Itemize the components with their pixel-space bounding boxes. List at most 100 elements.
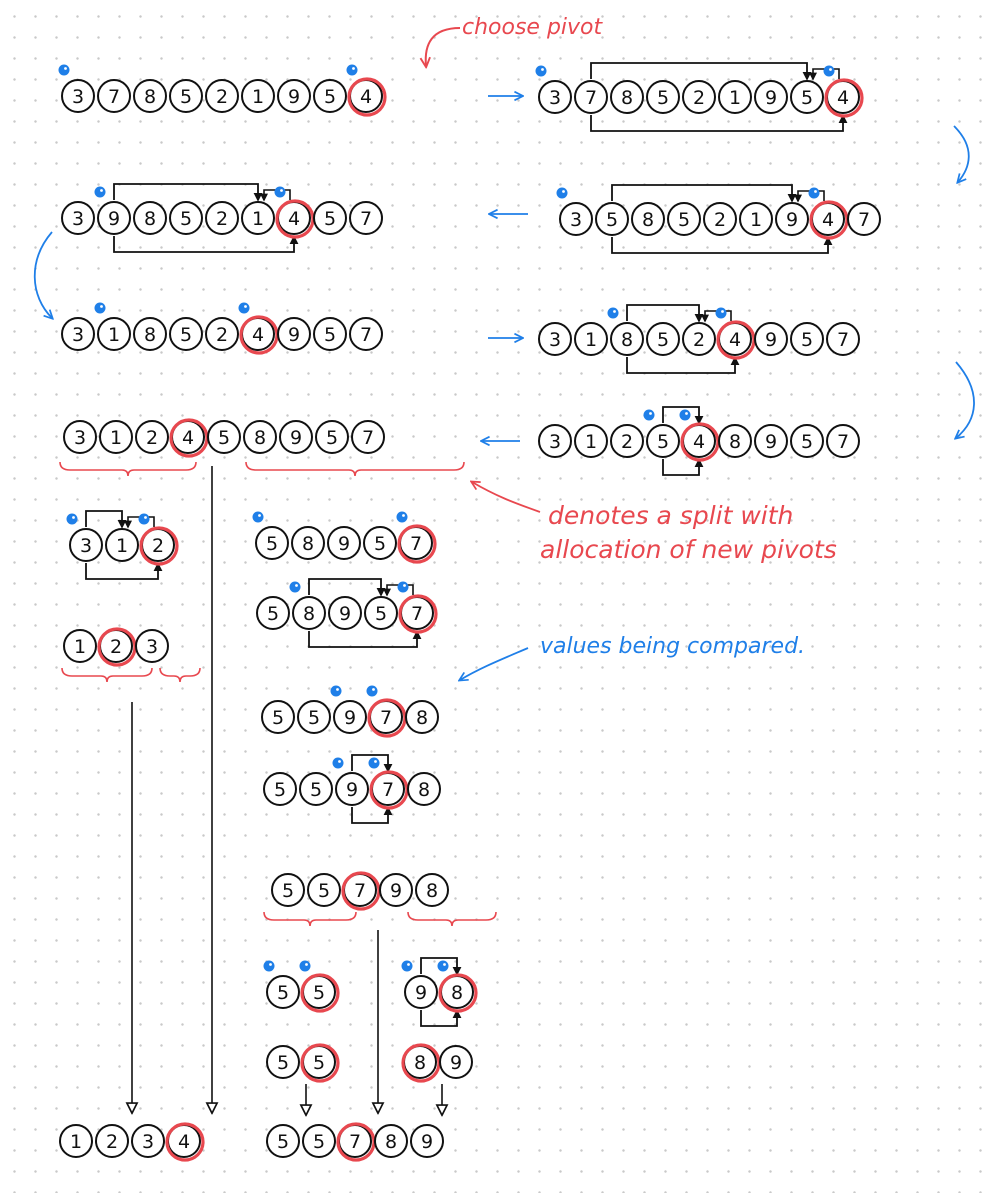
value-label: 5 [180, 324, 192, 346]
swap-bracket-top [626, 304, 704, 323]
value-circle [133, 317, 167, 351]
value-label: 5 [274, 779, 286, 801]
value-circle [169, 79, 203, 113]
value-label: 5 [313, 1052, 325, 1074]
value-circle [307, 873, 341, 907]
value-label: 8 [302, 533, 314, 555]
compare-marker-dot [685, 412, 688, 415]
value-label: 5 [657, 87, 669, 109]
value-circle [131, 1124, 165, 1158]
pivot-highlight [401, 1043, 441, 1083]
value-circle [105, 528, 139, 562]
step-arrow [953, 125, 970, 182]
value-circle [610, 322, 644, 356]
compare-marker [823, 65, 835, 77]
value-label: 7 [858, 209, 870, 231]
value-circle [826, 424, 860, 458]
value-label: 5 [272, 707, 284, 729]
value-circle [847, 202, 881, 236]
value-circle [538, 322, 572, 356]
value-circle [754, 424, 788, 458]
compare-marker [94, 186, 106, 198]
compare-marker [332, 757, 344, 769]
swap-bracket-bottom [626, 356, 740, 374]
value-label: 1 [750, 209, 762, 231]
value-label: 5 [218, 427, 230, 449]
compare-marker [396, 511, 408, 523]
value-circle [243, 420, 277, 454]
step-arrow [956, 361, 975, 438]
value-circle [169, 317, 203, 351]
compare-marker-dot [100, 189, 103, 192]
value-circle [97, 201, 131, 235]
value-circle [646, 424, 680, 458]
value-circle [405, 700, 439, 734]
value-circle [266, 975, 300, 1009]
swap-bracket-bottom [611, 236, 833, 254]
value-label: 7 [411, 603, 423, 625]
value-label: 1 [110, 427, 122, 449]
value-circle [374, 1124, 408, 1158]
value-label: 7 [837, 431, 849, 453]
value-label: 5 [801, 431, 813, 453]
value-circle [277, 317, 311, 351]
value-label: 7 [837, 329, 849, 351]
value-circle [538, 80, 572, 114]
value-label: 9 [290, 427, 302, 449]
value-circle [97, 79, 131, 113]
value-label: 1 [108, 324, 120, 346]
compare-marker [289, 581, 301, 593]
value-circle [595, 202, 629, 236]
value-label: 7 [382, 779, 394, 801]
compare-note: values being compared. [540, 634, 805, 659]
compare-marker [299, 960, 311, 972]
value-circle [538, 424, 572, 458]
value-circle [279, 420, 313, 454]
value-circle [328, 596, 362, 630]
value-label: 5 [324, 208, 336, 230]
value-label: 1 [585, 329, 597, 351]
value-label: 4 [288, 208, 300, 230]
value-label: 5 [326, 427, 338, 449]
compare-marker [556, 187, 568, 199]
value-circle [205, 79, 239, 113]
pivot-highlight [300, 1043, 340, 1083]
compare-marker-dot [613, 310, 616, 313]
value-circle [299, 772, 333, 806]
compare-marker [263, 960, 275, 972]
value-label: 3 [549, 87, 561, 109]
value-circle [335, 772, 369, 806]
value-label: 5 [606, 209, 618, 231]
value-label: 1 [70, 1131, 82, 1153]
value-label: 7 [410, 533, 422, 555]
value-label: 5 [277, 1131, 289, 1153]
value-circle [826, 322, 860, 356]
pivot-highlight [97, 627, 137, 667]
value-label: 8 [729, 431, 741, 453]
compare-marker-dot [100, 305, 103, 308]
compare-marker-dot [403, 584, 406, 587]
value-label: 5 [318, 880, 330, 902]
compare-marker-dot [402, 514, 405, 517]
value-label: 2 [106, 1131, 118, 1153]
value-label: 5 [180, 86, 192, 108]
value-label: 2 [216, 208, 228, 230]
value-circle [315, 420, 349, 454]
value-label: 2 [216, 324, 228, 346]
value-label: 3 [72, 208, 84, 230]
value-label: 4 [178, 1131, 190, 1153]
swap-bracket-bottom [590, 114, 848, 132]
value-circle [99, 420, 133, 454]
value-label: 9 [765, 431, 777, 453]
compare-marker [397, 581, 409, 593]
value-circle [790, 322, 824, 356]
split-brace [159, 667, 201, 683]
compare-marker-dot [562, 190, 565, 193]
value-label: 2 [714, 209, 726, 231]
value-label: 2 [693, 87, 705, 109]
